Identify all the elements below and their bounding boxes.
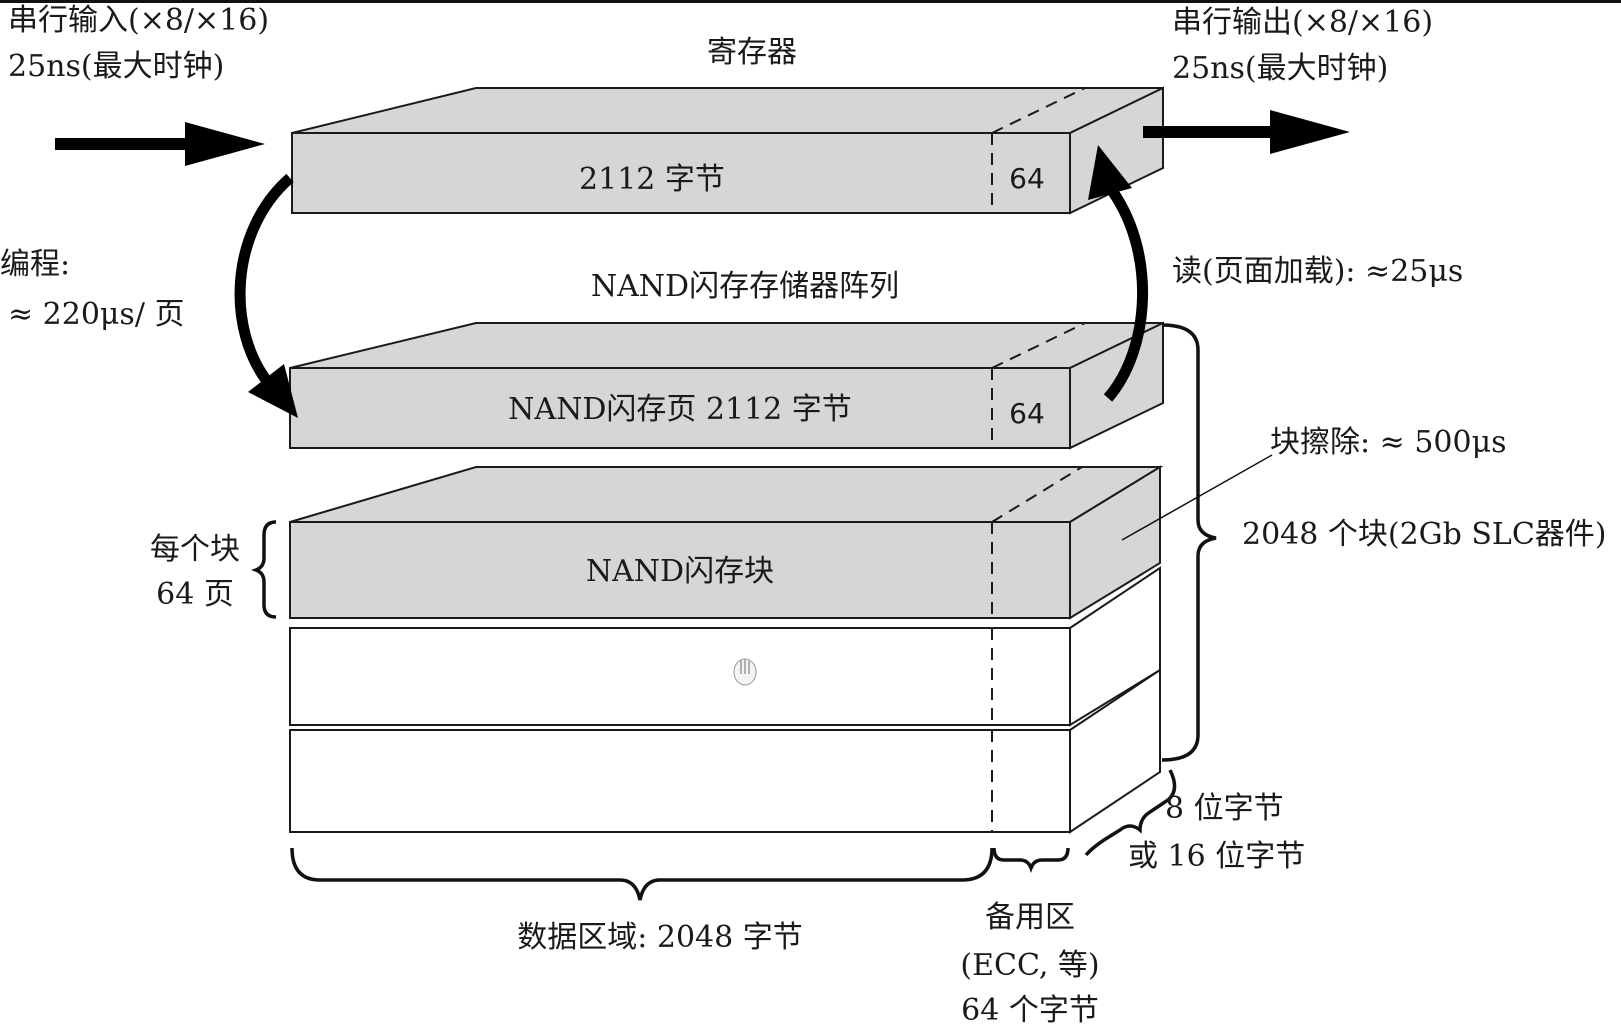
- arrow-right-icon: [55, 122, 265, 166]
- data-area-brace: [290, 847, 994, 901]
- curved-arrow-down-icon: [234, 173, 298, 418]
- register-data-label: 2112 字节: [579, 162, 725, 197]
- block3-front-face: [289, 729, 1071, 833]
- hand-cursor-icon: [733, 658, 757, 686]
- spare-label-line2: (ECC, 等): [960, 948, 1099, 983]
- curved-arrow-up-icon: [1088, 145, 1148, 402]
- register-spare-top-divider: [991, 87, 1086, 134]
- serial-input-line2: 25ns(最大时钟): [8, 49, 224, 84]
- width-label-line2: 或 16 位字节: [1128, 839, 1305, 874]
- arrow-right-icon: [1143, 110, 1350, 154]
- block1-front-face: [289, 521, 1071, 619]
- window-top-border: [0, 0, 1621, 3]
- spare-area-brace: [992, 847, 1070, 873]
- serial-output-line1: 串行输出(×8/×16): [1172, 5, 1433, 40]
- program-label-line1: 编程:: [0, 247, 70, 282]
- per-block-line2: 64 页: [156, 577, 234, 612]
- read-label: 读(页面加载): ≈25μs: [1172, 254, 1463, 289]
- page-data-label: NAND闪存页 2112 字节: [508, 392, 852, 427]
- block1-spare-top-divider: [991, 466, 1083, 523]
- register-front-face: [291, 132, 1071, 214]
- per-block-line1: 每个块: [150, 532, 240, 567]
- serial-output-line2: 25ns(最大时钟): [1172, 51, 1388, 86]
- program-label-line2: ≈ 220μs/ 页: [8, 297, 184, 332]
- block1-top-face: [289, 466, 1164, 523]
- width-brace: [1084, 769, 1177, 857]
- spare-label-line1: 备用区: [985, 900, 1075, 935]
- register-title: 寄存器: [707, 35, 797, 70]
- register-spare-label: 64: [1009, 162, 1045, 195]
- per-block-brace: [251, 520, 277, 619]
- page-top-face: [289, 322, 1164, 369]
- blocks-count-label: 2048 个块(2Gb SLC器件): [1242, 517, 1607, 552]
- register-box: [291, 86, 1164, 215]
- page-spare-label: 64: [1009, 397, 1045, 430]
- block-stack: [289, 465, 1164, 834]
- spare-label-line3: 64 个字节: [961, 993, 1099, 1028]
- block2-front-face: [289, 627, 1071, 726]
- erase-leader-line: [1121, 454, 1273, 541]
- erase-label: 块擦除: ≈ 500μs: [1270, 425, 1506, 460]
- blocks-count-brace: [1161, 323, 1217, 762]
- width-label-line1: 8 位字节: [1165, 791, 1284, 826]
- register-top-face: [291, 87, 1164, 134]
- data-area-label: 数据区域: 2048 字节: [517, 920, 803, 955]
- array-title: NAND闪存存储器阵列: [591, 269, 899, 304]
- serial-input-line1: 串行输入(×8/×16): [8, 3, 269, 38]
- page-front-face: [289, 367, 1071, 449]
- page-spare-top-divider: [991, 322, 1086, 369]
- block-label: NAND闪存块: [586, 554, 774, 589]
